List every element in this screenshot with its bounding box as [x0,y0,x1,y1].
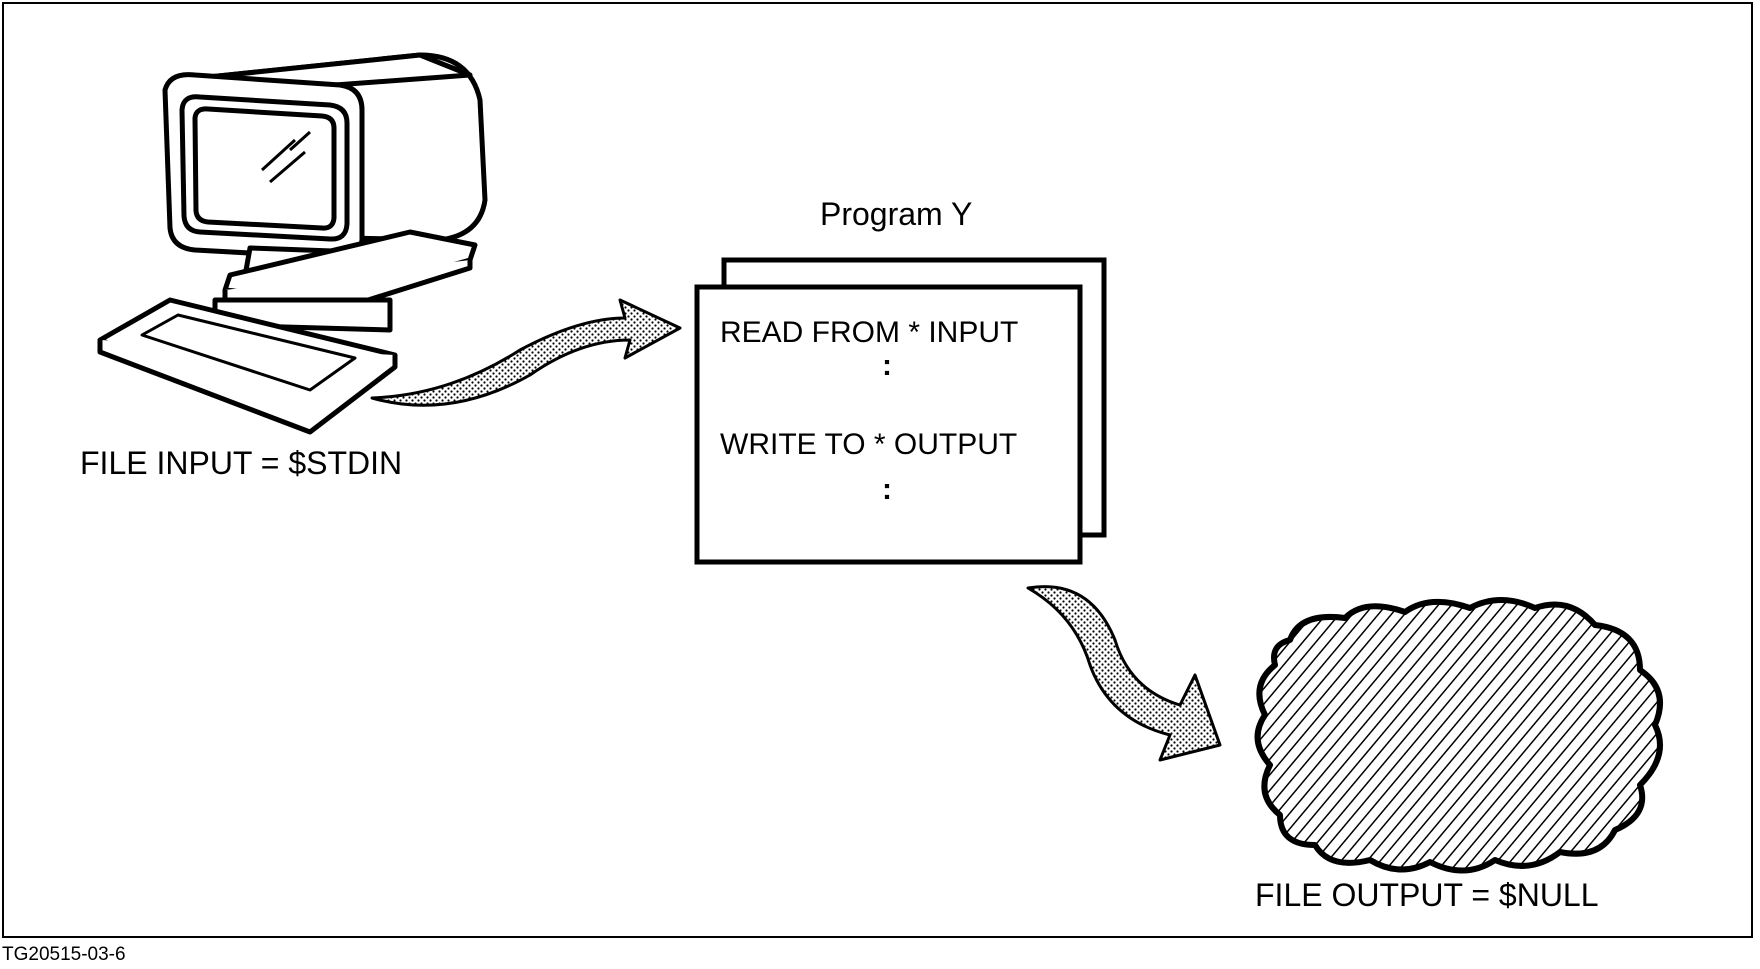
null-device-cloud-icon [1254,597,1663,874]
terminal-file-label: FILE INPUT = $STDIN [80,445,403,481]
program-document-icon [694,257,1107,565]
diagram-frame [2,2,1753,938]
program-ellipsis-1: : [882,349,892,382]
program-write-line: WRITE TO * OUTPUT [720,428,1018,461]
program-ellipsis-2: : [882,473,892,506]
input-flow-arrow-icon [370,298,682,407]
program-title: Program Y [820,196,973,232]
computer-terminal-icon [97,52,488,435]
output-flow-arrow-icon [1026,585,1222,762]
null-file-label: FILE OUTPUT = $NULL [1255,877,1599,913]
program-read-line: READ FROM * INPUT [720,316,1019,349]
figure-id: TG20515-03-6 [2,944,126,965]
